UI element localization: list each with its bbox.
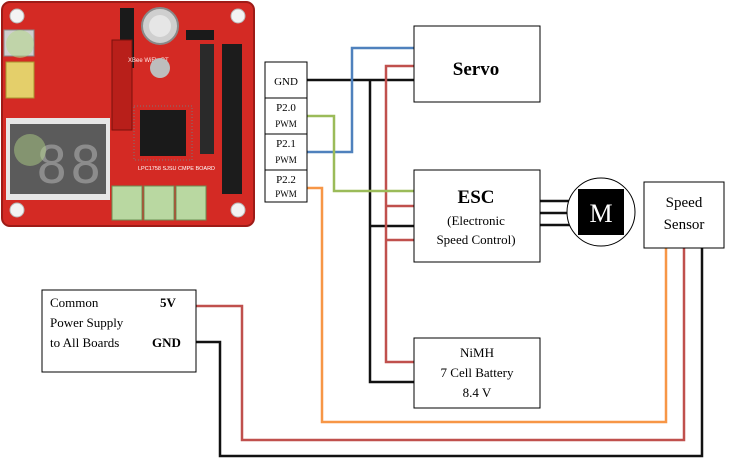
pin-p22-box — [264, 169, 308, 203]
supply-gnd-wire — [196, 248, 704, 458]
svg-text:8: 8 — [70, 136, 101, 196]
esc-subtitle-line1: (Electronic — [447, 213, 505, 228]
motor-symbol: M — [589, 199, 612, 228]
power-supply-line3: to All Boards — [50, 335, 119, 350]
pin-gnd-label: GND — [274, 76, 298, 88]
servo-block: Servo — [413, 25, 541, 103]
motor-body — [578, 189, 624, 235]
power-supply-box — [41, 289, 197, 373]
battery-line2: 7 Cell Battery — [441, 365, 514, 380]
speed-sensor-line2: Sensor — [664, 217, 705, 233]
wires — [196, 46, 704, 458]
speed-sensor-box — [643, 181, 725, 249]
battery-line3: 8.4 V — [463, 385, 492, 400]
power-supply-gnd-label: GND — [152, 335, 181, 350]
supply-5v-wire — [196, 248, 686, 442]
power-supply-line1: Common — [50, 295, 99, 310]
pin-labels: GND P2.0 PWM P2.1 PWM P2.2 PWM — [264, 61, 308, 203]
pin-gnd-box — [264, 61, 308, 99]
pin-p21-pwm-label: PWM — [275, 155, 297, 165]
pin-p22-pwm-label: PWM — [275, 189, 297, 199]
esc-subtitle-line2: Speed Control) — [436, 232, 515, 247]
microcontroller-board-image: XBee WiFly BT 8 8 LPC1758 SJSU CMPE BOAR… — [1, 1, 255, 227]
pin-p22-label: P2.2 — [276, 174, 296, 186]
esc-block: ESC (Electronic Speed Control) — [413, 169, 541, 263]
servo-signal-wire — [307, 46, 414, 154]
speed-sensor-line1: Speed — [666, 195, 703, 211]
battery-positive-wire — [384, 64, 414, 364]
board-silkscreen: LPC1758 SJSU CMPE BOARD — [138, 166, 215, 172]
pin-p21-label: P2.1 — [276, 138, 296, 150]
battery-block: NiMH 7 Cell Battery 8.4 V — [413, 337, 541, 409]
esc-signal-wire — [307, 114, 414, 193]
pin-p20-pwm-label: PWM — [275, 119, 297, 129]
xbee-label: XBee WiFly BT — [128, 58, 169, 64]
svg-text:8: 8 — [36, 136, 67, 196]
motor-block: M — [566, 177, 636, 247]
battery-box — [413, 337, 541, 409]
speed-sensor-block: Speed Sensor — [643, 181, 725, 249]
esc-box — [413, 169, 541, 263]
power-supply-line2: Power Supply — [50, 315, 124, 330]
power-supply-block: Common Power Supply to All Boards 5V GND — [41, 289, 197, 373]
ground-bus-wire — [368, 80, 414, 384]
servo-title: Servo — [453, 59, 499, 80]
speed-sensor-signal-wire — [307, 186, 668, 424]
servo-box — [413, 25, 541, 103]
pin-p21-box — [264, 133, 308, 171]
esc-title: ESC — [458, 187, 495, 208]
battery-line1: NiMH — [460, 345, 494, 360]
pin-p20-label: P2.0 — [276, 102, 296, 114]
power-supply-5v-label: 5V — [160, 295, 177, 310]
